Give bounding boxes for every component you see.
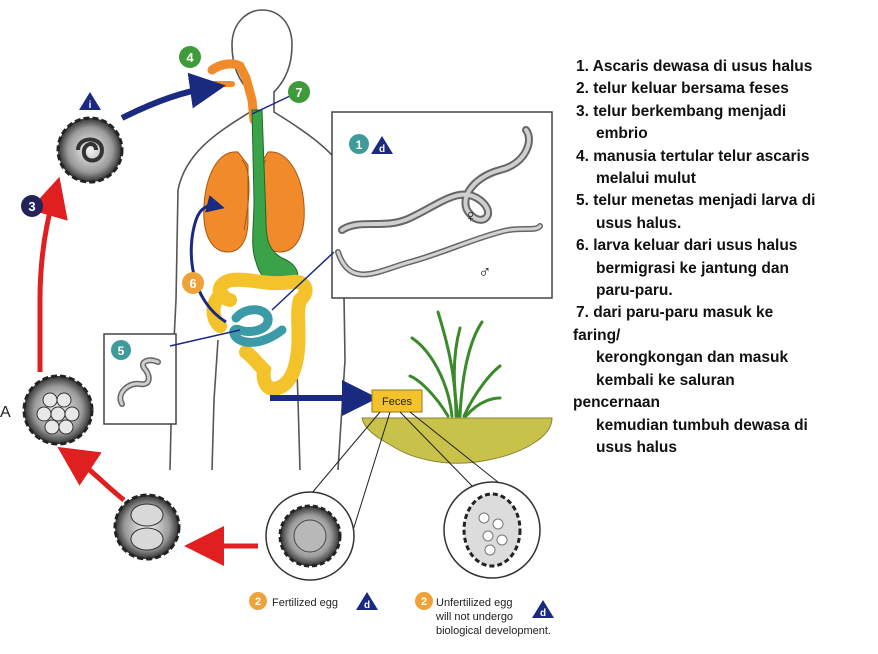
- legend-line: paru-paru.: [573, 280, 873, 302]
- fertilized-egg: [266, 492, 354, 580]
- infective-stage-triangle: i: [79, 92, 101, 111]
- unfertilized-label-line-2: will not undergo: [435, 611, 513, 623]
- svg-text:1: 1: [356, 138, 363, 152]
- legend-line: bermigrasi ke jantung dan: [573, 258, 873, 280]
- unfertilized-egg: [444, 482, 540, 578]
- pointer-line-larva: [170, 330, 240, 346]
- female-symbol: ♀: [464, 206, 478, 226]
- legend-line: pencernaan: [573, 392, 873, 414]
- svg-text:i: i: [89, 100, 92, 111]
- step-marker-6: 6: [182, 272, 204, 294]
- legend-line: usus halus: [573, 437, 873, 459]
- svg-text:2: 2: [421, 596, 427, 608]
- svg-text:2: 2: [255, 596, 261, 608]
- step-marker-7: 7: [288, 81, 310, 103]
- egg-two-cell: [115, 495, 179, 559]
- step-marker-3: 3: [21, 195, 43, 217]
- svg-text:4: 4: [186, 50, 194, 65]
- legend-line: 2. telur keluar bersama feses: [573, 78, 873, 100]
- legend-line: kemudian tumbuh dewasa di: [573, 415, 873, 437]
- feces-label: Feces: [382, 396, 412, 408]
- diagnostic-triangle-unfertilized: d: [532, 600, 554, 619]
- egg-morula: [24, 376, 92, 444]
- legend-line: 5. telur menetas menjadi larva di: [573, 190, 873, 212]
- step-marker-1: 1: [349, 134, 369, 154]
- diagnostic-triangle-fertilized: d: [356, 592, 378, 611]
- svg-text:5: 5: [118, 344, 125, 358]
- legend-line: usus halus.: [573, 213, 873, 235]
- legend-line: kembali ke saluran: [573, 370, 873, 392]
- arrow-to-mouth: [122, 88, 208, 118]
- legend-line: faring/: [573, 325, 873, 347]
- svg-text:6: 6: [189, 276, 196, 291]
- feces-box: Feces: [372, 390, 422, 412]
- unfertilized-label-line-1: Unfertilized egg: [436, 597, 512, 609]
- legend-line: 1. Ascaris dewasa di usus halus: [573, 56, 873, 78]
- svg-text:d: d: [379, 144, 385, 155]
- step-marker-2-fertilized: 2: [249, 592, 267, 610]
- egg-infective: [58, 118, 122, 182]
- svg-text:7: 7: [295, 85, 302, 100]
- svg-text:d: d: [540, 608, 546, 619]
- step-marker-4: 4: [179, 46, 201, 68]
- plant: [410, 312, 500, 416]
- step-marker-5: 5: [111, 340, 131, 360]
- fertilized-egg-label: Fertilized egg: [272, 597, 338, 609]
- legend-line: melalui mulut: [573, 168, 873, 190]
- male-symbol: ♂: [478, 262, 492, 282]
- legend-line: embrio: [573, 123, 873, 145]
- unfertilized-label-line-3: biological development.: [436, 625, 551, 637]
- legend-line: 3. telur berkembang menjadi: [573, 101, 873, 123]
- soil: [362, 418, 552, 463]
- step-marker-2-unfertilized: 2: [415, 592, 433, 610]
- pointer-line-7: [252, 96, 290, 114]
- small-intestine: [234, 310, 282, 343]
- legend-line: 4. manusia tertular telur ascaris: [573, 146, 873, 168]
- legend-line: 6. larva keluar dari usus halus: [573, 235, 873, 257]
- legend-line: 7. dari paru-paru masuk ke: [573, 302, 873, 324]
- svg-text:3: 3: [28, 199, 35, 214]
- pharynx: [212, 64, 254, 120]
- stray-character: A: [0, 404, 11, 422]
- legend-line: kerongkongan dan masuk: [573, 347, 873, 369]
- svg-text:d: d: [364, 600, 370, 611]
